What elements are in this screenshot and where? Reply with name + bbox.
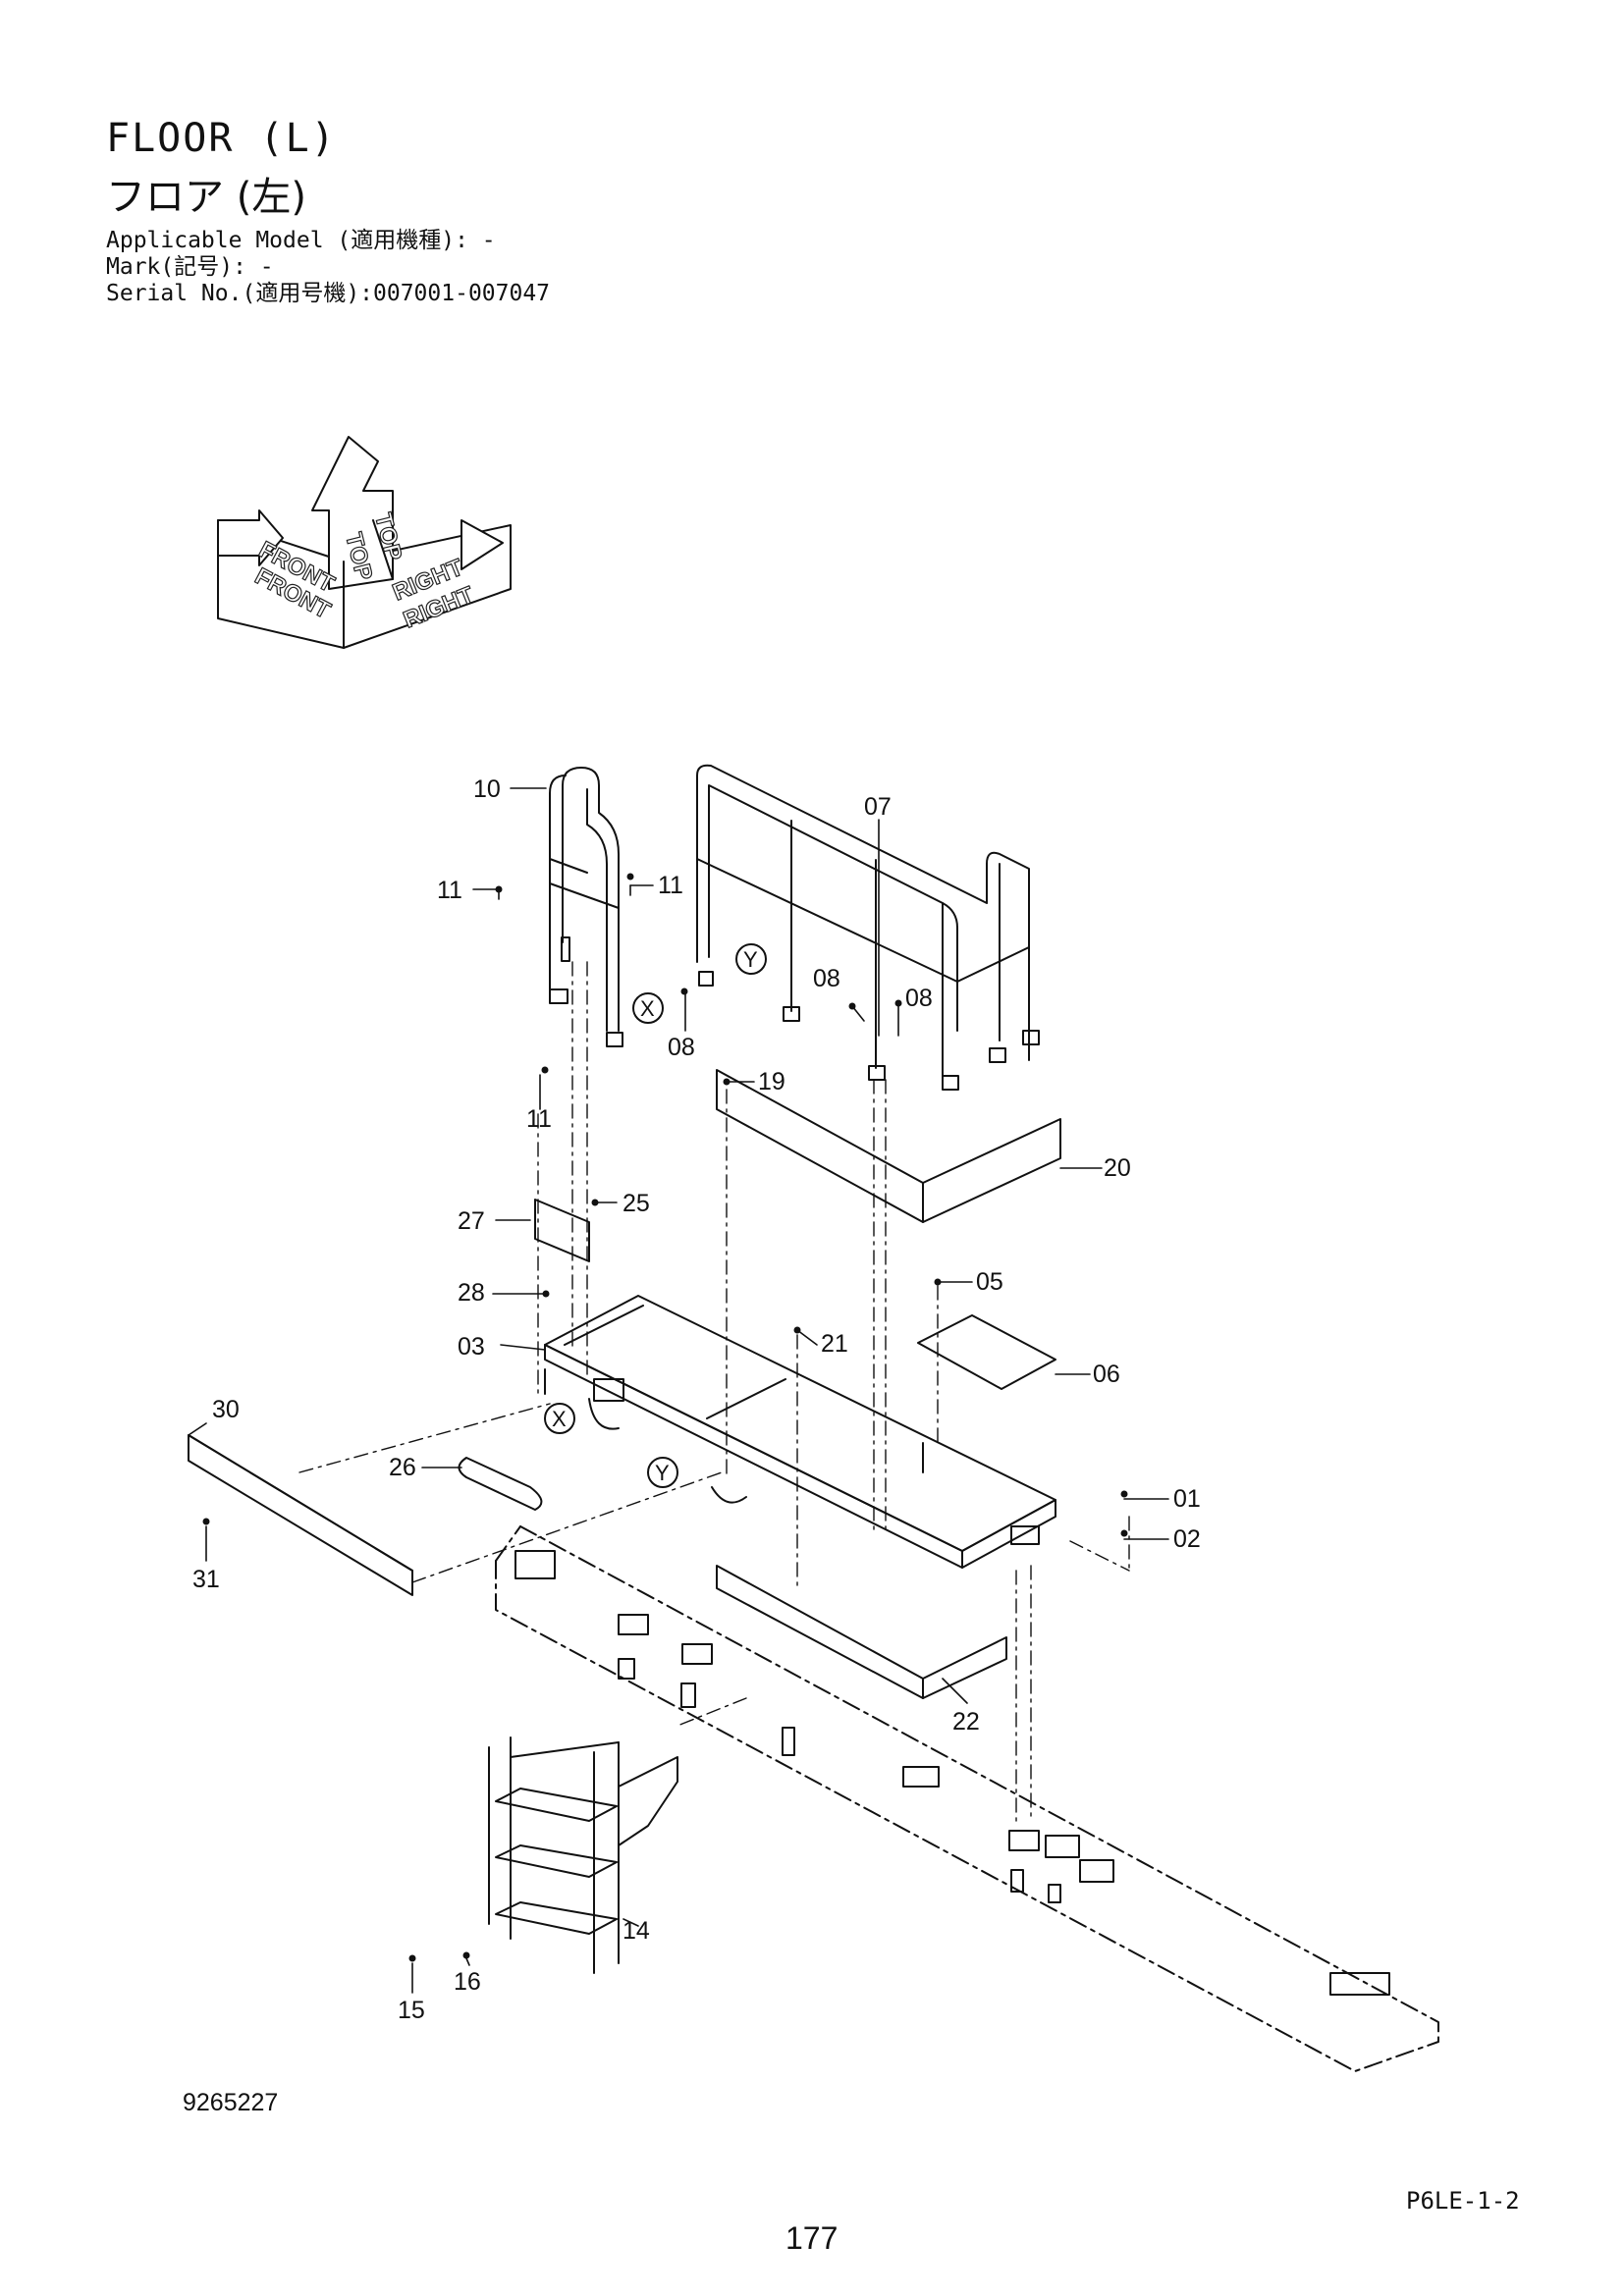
callout-22: 21: [821, 1330, 848, 1358]
view-marker-y-icon: [647, 1457, 678, 1488]
callout-19: 19: [758, 1068, 785, 1095]
callout-10: 10: [473, 775, 501, 803]
callout-21: 22: [952, 1708, 980, 1735]
callout-25: 25: [623, 1190, 650, 1217]
callout-26: 27: [458, 1207, 485, 1235]
callout-20: 20: [1104, 1154, 1131, 1182]
guard-30: [188, 1434, 413, 1596]
drawing-number: 9265227: [183, 2089, 279, 2116]
callout-08: 08: [668, 1034, 695, 1061]
callout-31: 31: [192, 1566, 220, 1593]
view-marker-label: Y: [655, 1461, 670, 1485]
applicable-model: Applicable Model (適用機種): -: [106, 228, 496, 253]
callout-28: 28: [458, 1279, 485, 1307]
leader-lines: [188, 787, 1169, 1994]
callout-05: 05: [976, 1268, 1003, 1296]
kickplate-21: [716, 1565, 1007, 1699]
document-code: P6LE-1-2: [1406, 2187, 1520, 2215]
callout-27: 26: [389, 1454, 416, 1481]
cover-27: [458, 1457, 543, 1511]
handrail-left: [549, 767, 623, 1047]
callout-08: 08: [813, 965, 840, 992]
callout-15: 15: [398, 1997, 425, 2024]
callout-03: 03: [458, 1333, 485, 1361]
callout-02: 02: [1173, 1525, 1201, 1553]
serial-number: Serial No.(適用号機):007001-007047: [106, 281, 551, 306]
title-japanese: フロア (左): [106, 175, 306, 220]
callout-30: 30: [212, 1396, 240, 1423]
floor-frame-03: [544, 1295, 1056, 1569]
assembly-lines: [298, 961, 1130, 1827]
callout-01: 01: [1173, 1485, 1201, 1513]
title-english: FLOOR (L): [106, 116, 337, 161]
callout-14: 14: [623, 1917, 650, 1945]
ladder-14: [488, 1736, 678, 1974]
handrail-right: [696, 764, 1040, 1091]
callout-07: 07: [864, 793, 892, 821]
model-info: Applicable Model (適用機種): - Mark(記号): - S…: [106, 228, 550, 307]
view-marker-label: X: [552, 1407, 567, 1431]
mark: Mark(記号): -: [106, 254, 274, 280]
kickplate-20: [716, 1069, 1061, 1223]
machine-frame-outline: [495, 1525, 1439, 2072]
view-marker-x-icon: [632, 992, 664, 1024]
view-marker-label: Y: [743, 947, 758, 972]
callout-11: 11: [437, 877, 462, 904]
callout-06: 06: [1093, 1361, 1120, 1388]
fastener-dots: [202, 873, 1128, 1962]
view-marker-label: X: [640, 996, 655, 1021]
page-number: 177: [785, 2220, 839, 2256]
callout-08: 08: [905, 985, 933, 1012]
orientation-arrows-icon: [217, 436, 512, 649]
lid-06: [917, 1314, 1056, 1390]
cover-26: [534, 1199, 590, 1262]
callout-16: 16: [454, 1968, 481, 1996]
frame-brackets: [514, 1550, 1390, 1996]
view-marker-y-icon: [735, 943, 767, 975]
view-marker-x-icon: [544, 1403, 575, 1434]
callout-11: 11: [526, 1105, 552, 1133]
callout-11: 11: [658, 872, 683, 899]
